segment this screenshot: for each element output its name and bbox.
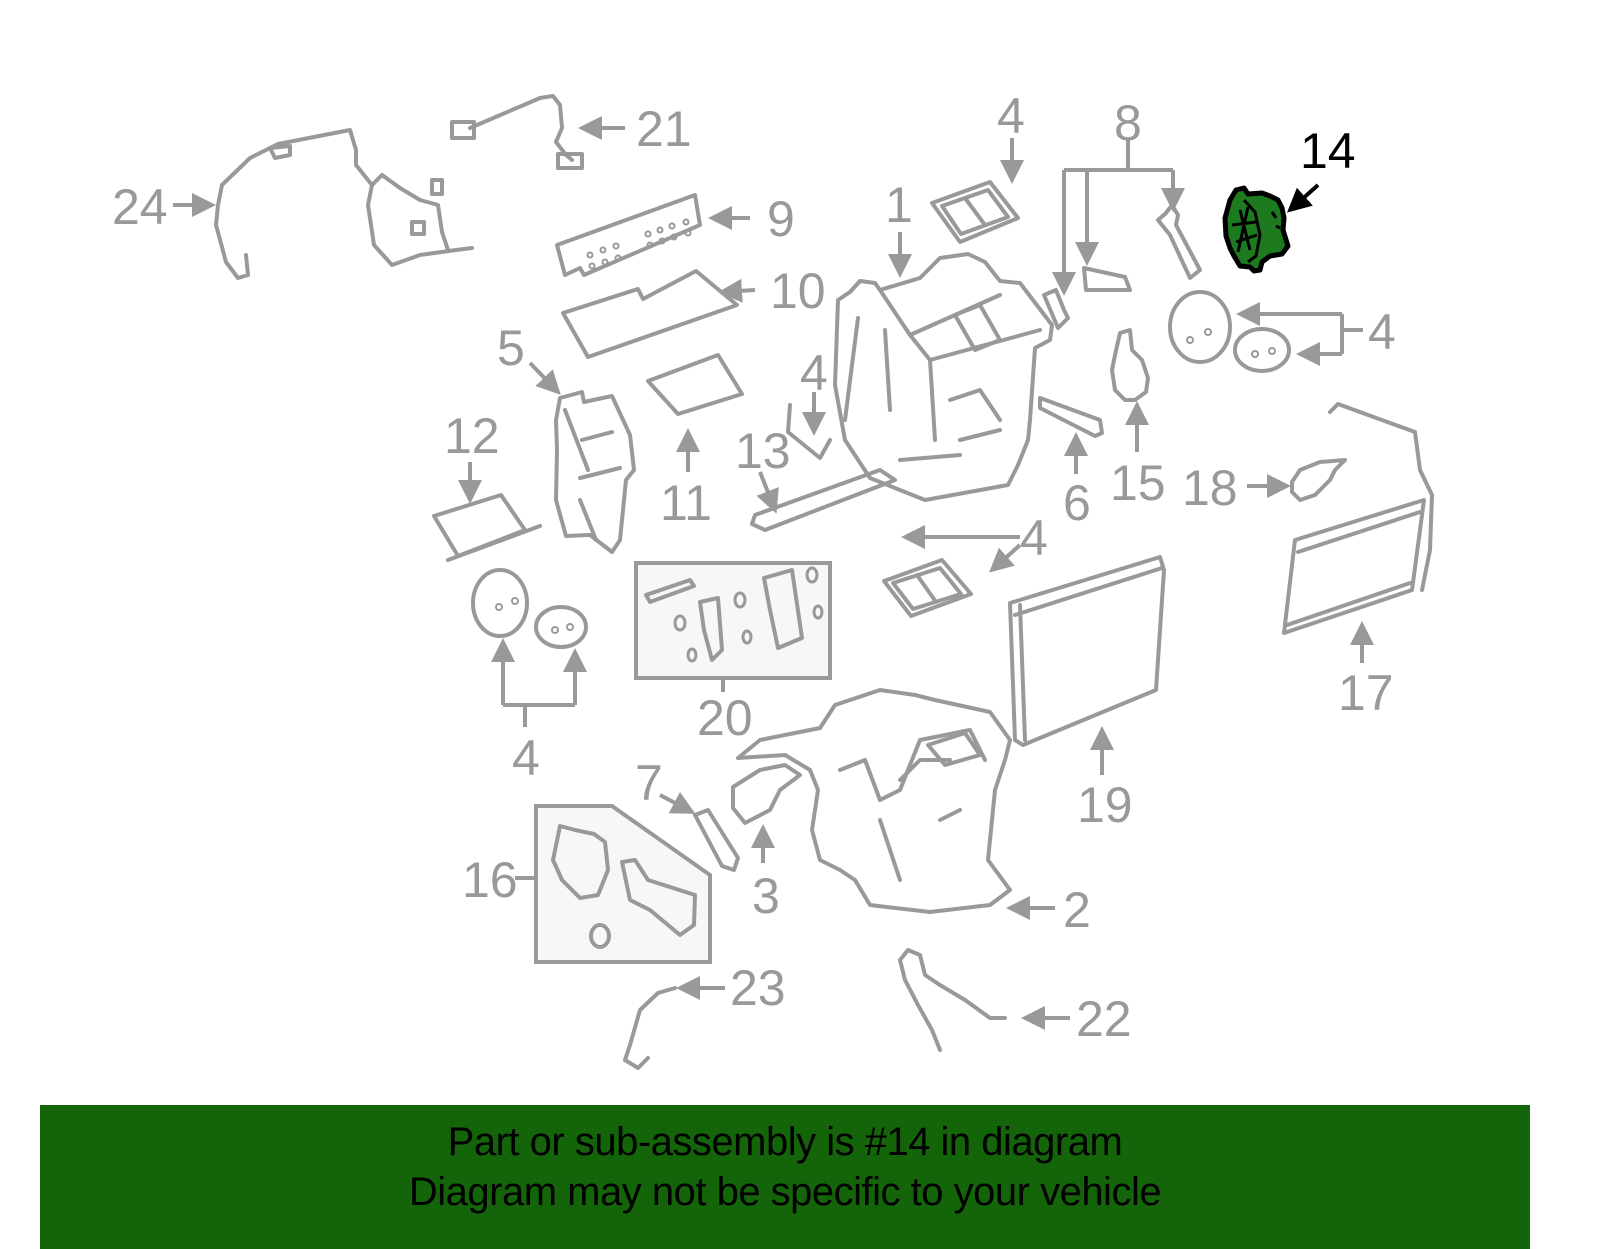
- part-14-blower-motor-highlighted[interactable]: [1222, 185, 1291, 274]
- callout-8[interactable]: 8: [1114, 95, 1142, 151]
- part-4-grille-bottom[interactable]: [882, 558, 973, 618]
- part-24-wiring-harness[interactable]: [214, 128, 474, 280]
- part-5-duct[interactable]: [554, 390, 636, 554]
- part-4-seal-wire[interactable]: [786, 403, 832, 460]
- callout-5[interactable]: 5: [497, 320, 525, 376]
- callout-20[interactable]: 20: [697, 690, 753, 746]
- part-4-grille-top[interactable]: [930, 180, 1020, 244]
- part-13-seal-strip[interactable]: [750, 468, 897, 532]
- footer-line-part-number: Part or sub-assembly is #14 in diagram: [447, 1120, 1123, 1164]
- callout-15[interactable]: 15: [1110, 455, 1166, 511]
- part-7-link[interactable]: [693, 808, 740, 872]
- part-4-grommets-right[interactable]: [1168, 290, 1291, 373]
- part-22-hose[interactable]: [898, 948, 1007, 1052]
- callout-3[interactable]: 3: [752, 868, 780, 924]
- kit-20-box[interactable]: [634, 561, 832, 680]
- callout-labels: 24 21 9 10 5 12 11 13 4 1 4 8 14 4 15 6 …: [112, 88, 1396, 1047]
- callout-4-mid[interactable]: 4: [1020, 510, 1048, 566]
- leader-lines: [173, 116, 1374, 1030]
- part-10-seal[interactable]: [561, 269, 739, 359]
- callout-7[interactable]: 7: [635, 755, 663, 811]
- part-18-clip[interactable]: [1290, 458, 1347, 502]
- callout-14[interactable]: 14: [1300, 123, 1356, 179]
- part-6-link[interactable]: [1038, 396, 1104, 438]
- part-1-hvac-case-upper[interactable]: [833, 252, 1054, 502]
- footer-banner: Part or sub-assembly is #14 in diagram D…: [40, 1105, 1530, 1249]
- callout-13[interactable]: 13: [735, 423, 791, 479]
- callout-4-seal[interactable]: 4: [800, 345, 828, 401]
- kit-16-box[interactable]: [534, 804, 712, 964]
- footer-line-disclaimer: Diagram may not be specific to your vehi…: [408, 1170, 1162, 1214]
- part-19-evaporator[interactable]: [1008, 555, 1166, 747]
- callout-9[interactable]: 9: [767, 191, 795, 247]
- callout-19[interactable]: 19: [1077, 777, 1133, 833]
- callout-16[interactable]: 16: [462, 852, 518, 908]
- callout-6[interactable]: 6: [1063, 475, 1091, 531]
- callout-17[interactable]: 17: [1338, 665, 1394, 721]
- callout-12[interactable]: 12: [444, 408, 500, 464]
- part-3-duct[interactable]: [731, 763, 802, 825]
- callout-18[interactable]: 18: [1182, 460, 1238, 516]
- callout-10[interactable]: 10: [770, 263, 826, 319]
- callout-4-bottom-left[interactable]: 4: [512, 730, 540, 786]
- callout-21[interactable]: 21: [636, 101, 692, 157]
- part-17-heater-core[interactable]: [1282, 402, 1434, 635]
- part-11-filter[interactable]: [646, 353, 744, 416]
- callout-24[interactable]: 24: [112, 179, 168, 235]
- part-12-filter[interactable]: [432, 493, 542, 562]
- part-15-actuator[interactable]: [1110, 328, 1150, 402]
- callout-1[interactable]: 1: [885, 177, 913, 233]
- part-2-hvac-case-lower[interactable]: [736, 688, 1012, 914]
- parts-diagram: 24 21 9 10 5 12 11 13 4 1 4 8 14 4 15 6 …: [112, 88, 1434, 1070]
- callout-2[interactable]: 2: [1063, 882, 1091, 938]
- part-21-wiring-harness[interactable]: [450, 94, 584, 170]
- callout-4-right[interactable]: 4: [1368, 304, 1396, 360]
- callout-4-top[interactable]: 4: [997, 88, 1025, 144]
- callout-11[interactable]: 11: [660, 475, 712, 531]
- callout-22[interactable]: 22: [1076, 991, 1132, 1047]
- part-4-grommets-left[interactable]: [471, 568, 588, 649]
- callout-23[interactable]: 23: [730, 960, 786, 1016]
- part-9-panel[interactable]: [555, 193, 702, 277]
- part-23-hose[interactable]: [623, 986, 677, 1070]
